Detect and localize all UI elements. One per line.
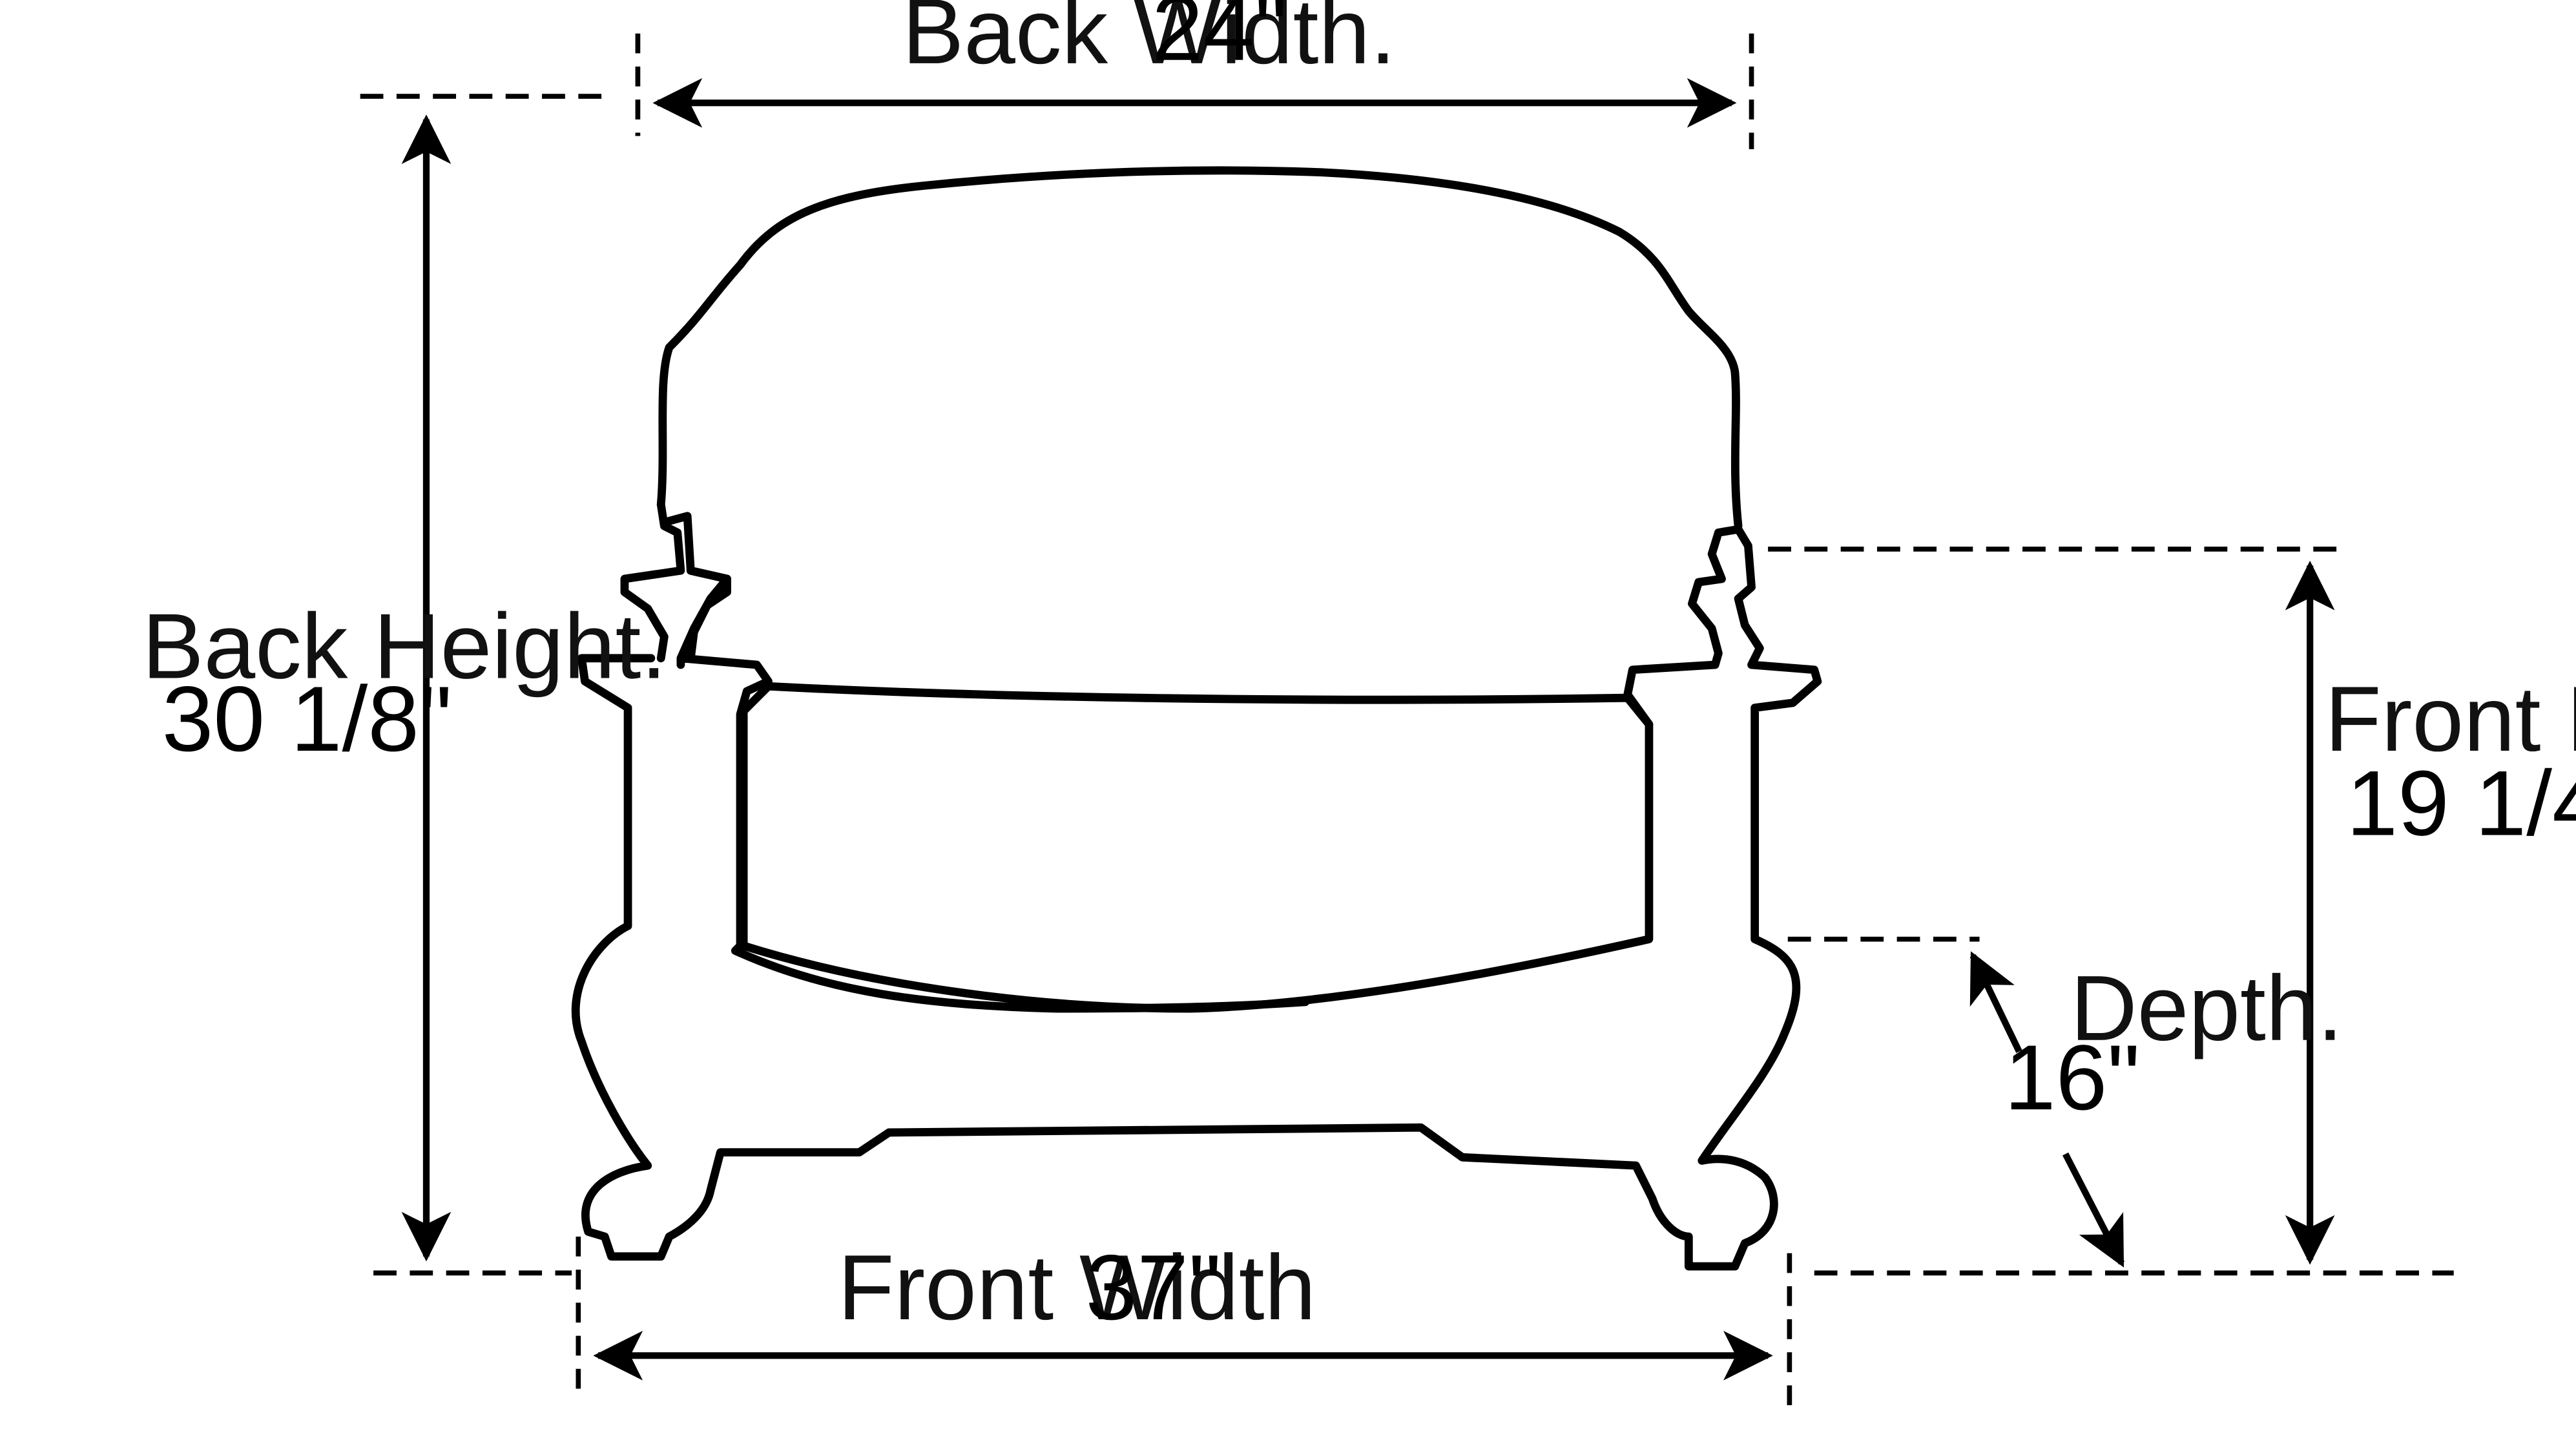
depth-arrow-top: [1969, 951, 2022, 1053]
left-leg-outline: [571, 512, 1822, 1271]
depth-value: 16": [2004, 1026, 2140, 1129]
front-height-label: Front Height.: [2325, 667, 2576, 771]
furniture-outline: [571, 166, 1822, 1271]
back-height-label: Back Height.: [142, 594, 667, 698]
depth-label: Depth.: [2070, 957, 2343, 1060]
back-width-value: 24": [1152, 0, 1287, 80]
back-width-label: Back Width.: [902, 0, 1396, 83]
dimension-lines: [360, 33, 2454, 1406]
back-height-value: 30 1/8": [162, 667, 452, 771]
left-finial-outline: [620, 500, 731, 663]
dimension-labels: Back Width. 24" Back Height. 30 1/8" Fro…: [142, 0, 2576, 1339]
front-width-label: Front Width: [838, 1236, 1316, 1339]
depth-arrow-bottom: [2062, 1152, 2125, 1268]
back-rest-outline: [656, 166, 1743, 530]
front-width-value: 37": [1086, 1236, 1221, 1339]
front-height-value: 19 1/4": [2346, 752, 2576, 855]
apron-panel-outline: [739, 682, 1654, 1013]
